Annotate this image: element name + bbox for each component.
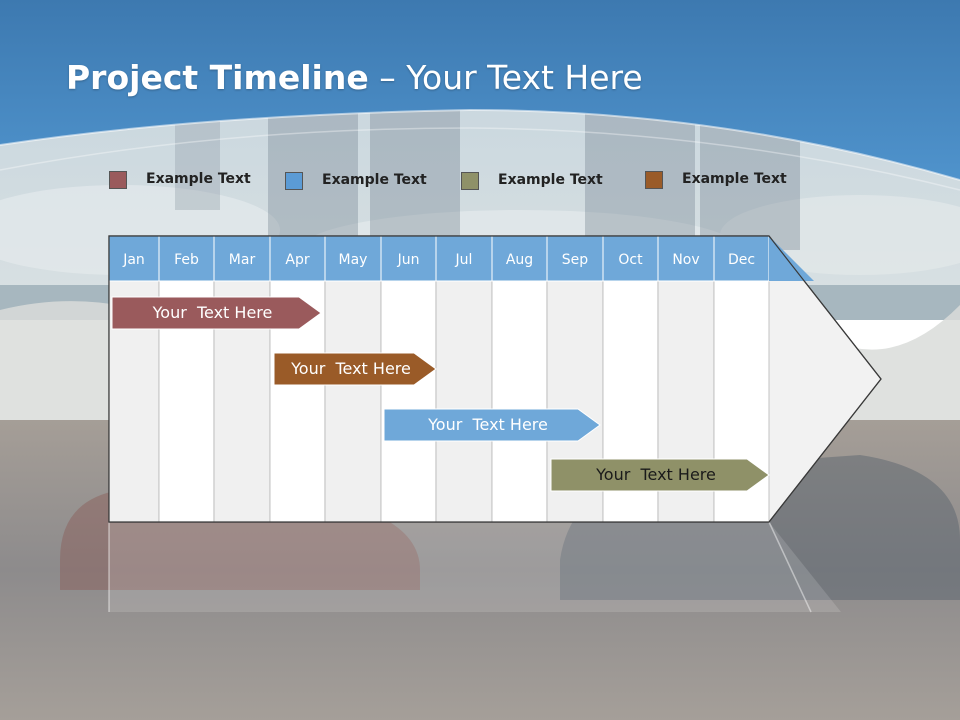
task-bar (111, 296, 322, 330)
month-header-cell (491, 235, 548, 282)
month-column (324, 280, 382, 523)
month-column (380, 280, 437, 523)
month-column (435, 280, 493, 523)
reflection-edge (768, 521, 812, 613)
header-tip (769, 236, 814, 281)
month-label: Apr (285, 252, 309, 268)
month-header-cell (380, 235, 437, 282)
legend-swatch (285, 172, 303, 190)
month-label: Feb (174, 252, 199, 268)
month-label: May (339, 252, 368, 268)
month-label: Aug (506, 252, 533, 268)
month-header-cell (435, 235, 493, 282)
legend-label: Example Text (498, 172, 603, 188)
month-label: Dec (728, 252, 755, 268)
month-header-cell (713, 235, 770, 282)
task-bar (550, 458, 770, 492)
timeline-reflection (109, 522, 841, 612)
legend-label: Example Text (322, 172, 427, 188)
month-header-cell (324, 235, 382, 282)
month-header-cell (213, 235, 271, 282)
month-label: Sep (562, 252, 589, 268)
task-label: Your Text Here (152, 303, 273, 322)
page-title: Project Timeline – Your Text Here (66, 58, 643, 97)
title-bold: Project Timeline (66, 58, 369, 97)
month-label: Jul (455, 252, 473, 268)
task-label: Your Text Here (428, 415, 548, 434)
title-rest: – Your Text Here (368, 58, 643, 97)
month-header-cell (269, 235, 326, 282)
month-label: Oct (618, 252, 643, 268)
task-bar (383, 408, 601, 442)
month-label: Jan (122, 252, 145, 268)
month-label: Mar (229, 252, 256, 268)
legend-label: Example Text (682, 171, 787, 187)
month-label: Jun (397, 252, 420, 268)
legend-label: Example Text (146, 171, 251, 187)
month-column (491, 280, 548, 523)
legend-swatch (461, 172, 479, 190)
legend-swatch (109, 171, 127, 189)
timeline-outline (108, 235, 882, 523)
task-label: Your Text Here (596, 465, 716, 484)
month-header-cell (546, 235, 604, 282)
task-label: Your Text Here (291, 359, 411, 378)
task-bar (273, 352, 437, 386)
month-label: Nov (672, 252, 699, 268)
legend-swatch (645, 171, 663, 189)
